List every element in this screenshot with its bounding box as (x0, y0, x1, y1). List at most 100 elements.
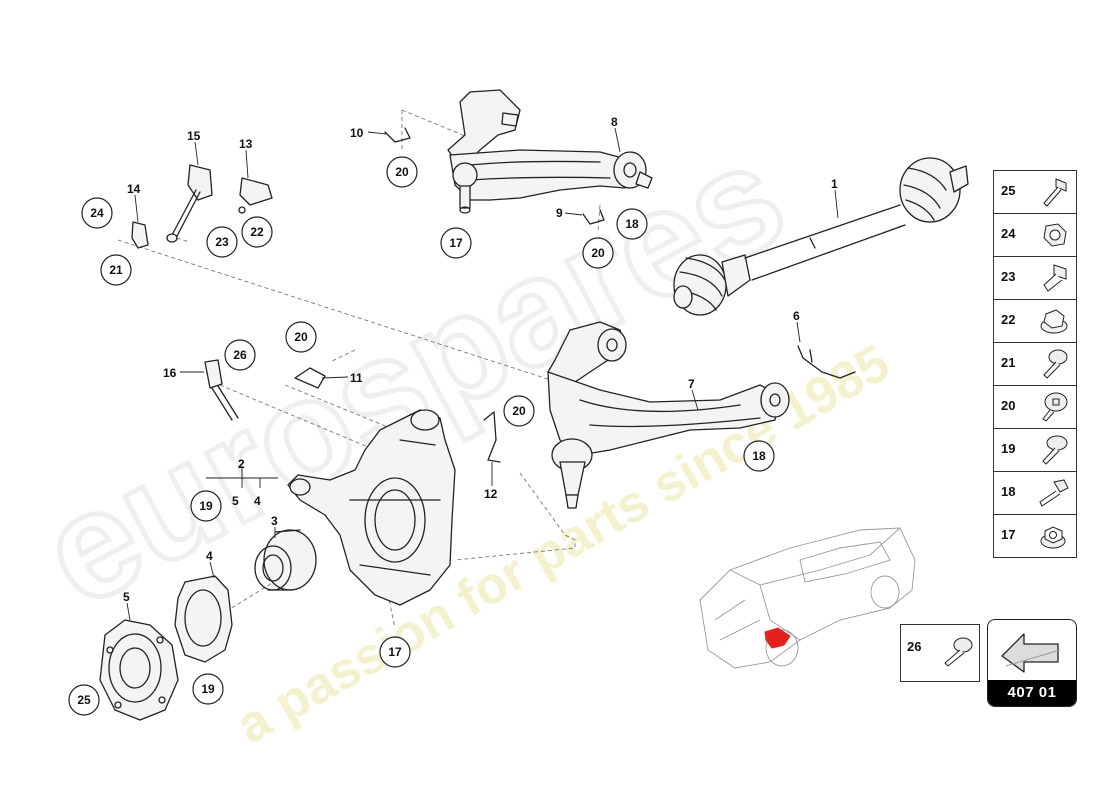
legend-cell-18: 18 (993, 471, 1077, 515)
callout-1: 1 (831, 177, 838, 191)
circled-callout-22: 22 (241, 216, 273, 248)
callout-5: 5 (232, 494, 239, 508)
callout-7: 7 (688, 377, 695, 391)
callout-11: 11 (350, 371, 363, 385)
circled-callout-19a: 19 (190, 490, 222, 522)
svg-text:21: 21 (109, 263, 123, 277)
legend-cell-22: 22 (993, 299, 1077, 343)
leader-lines (126, 127, 839, 621)
circled-callout-18b: 18 (743, 440, 775, 472)
page-code: 407 01 (988, 680, 1076, 706)
legend-label: 18 (1001, 484, 1016, 499)
svg-text:22: 22 (250, 225, 264, 239)
legend-label: 24 (1001, 226, 1016, 241)
direction-arrow-icon (1001, 633, 1061, 673)
callout-4b: 4 (206, 549, 213, 563)
svg-text:17: 17 (449, 236, 463, 250)
circled-callout-24: 24 (81, 197, 113, 229)
legend-cell-21: 21 (993, 342, 1077, 386)
dust-shield (174, 575, 233, 663)
locator-car-sketch (699, 527, 916, 669)
circled-callout-20d: 20 (503, 395, 535, 427)
legend-label: 19 (1001, 441, 1016, 456)
collar-nut-icon (1040, 526, 1066, 549)
hex-nut-icon (1043, 223, 1067, 247)
svg-text:20: 20 (395, 165, 409, 179)
svg-text:18: 18 (752, 449, 766, 463)
circled-callout-25: 25 (68, 684, 100, 716)
circled-callout-17b: 17 (379, 636, 411, 668)
svg-text:19: 19 (201, 682, 215, 696)
callout-4: 4 (254, 494, 261, 508)
torx-bolt-icon (1042, 435, 1068, 465)
callout-labels: 1 2 3 4 4 5 5 6 7 8 9 10 11 12 13 14 15 … (123, 115, 838, 604)
wheel-hub (99, 619, 179, 721)
svg-text:20: 20 (294, 330, 308, 344)
legend-cell-19: 19 (993, 428, 1077, 472)
legend-label: 26 (907, 639, 922, 654)
svg-text:18: 18 (625, 217, 639, 231)
svg-text:24: 24 (90, 206, 104, 220)
callout-3: 3 (271, 514, 278, 528)
highlight-area (764, 627, 791, 649)
steering-knuckle (287, 409, 456, 606)
abs-sensor (204, 359, 239, 421)
callout-16: 16 (163, 366, 177, 380)
legend-cell-23: 23 (993, 256, 1077, 300)
drive-shaft (673, 157, 969, 316)
callout-14: 14 (127, 182, 141, 196)
page-code-badge: 407 01 (987, 619, 1077, 707)
legend-label: 23 (1001, 269, 1016, 284)
legend-cell-20: 20 (993, 385, 1077, 429)
callout-13: 13 (239, 137, 253, 151)
height-sensor-assembly (131, 164, 273, 249)
wheel-bearing (254, 529, 317, 591)
circled-callout-20c: 20 (285, 321, 317, 353)
circled-callout-26: 26 (224, 339, 256, 371)
legend-label: 20 (1001, 398, 1016, 413)
circled-callout-23: 23 (206, 226, 238, 258)
flange-nut-icon (1040, 309, 1068, 334)
svg-text:19: 19 (199, 499, 213, 513)
legend-cell-26: 26 (900, 624, 980, 682)
hex-bolt-icon (1043, 178, 1067, 207)
legend-cell-25: 25 (993, 170, 1077, 214)
svg-text:20: 20 (591, 246, 605, 260)
lower-control-arm (547, 321, 790, 509)
callout-10: 10 (350, 126, 364, 140)
callout-2: 2 (238, 457, 245, 471)
callout-9: 9 (556, 206, 563, 220)
callout-8: 8 (611, 115, 618, 129)
legend-label: 21 (1001, 355, 1016, 370)
legend-label: 17 (1001, 527, 1016, 542)
callout-5b: 5 (123, 590, 130, 604)
circled-callout-18a: 18 (616, 208, 648, 240)
torx-bolt-icon (1042, 392, 1068, 422)
legend-label: 22 (1001, 312, 1016, 327)
sleeve-nut-icon (1043, 264, 1067, 292)
legend-cell-17: 17 (993, 514, 1077, 558)
callout-6: 6 (793, 309, 800, 323)
svg-text:23: 23 (215, 235, 229, 249)
callout-12: 12 (484, 487, 498, 501)
pan-bolt-icon (944, 637, 973, 667)
circled-callout-20a: 20 (386, 156, 418, 188)
circled-callout-21: 21 (100, 254, 132, 286)
svg-text:20: 20 (512, 404, 526, 418)
fastener-legend: 25 24 23 22 21 20 (993, 170, 1077, 558)
circled-callout-20b: 20 (582, 237, 614, 269)
flange-bolt-icon (1039, 479, 1069, 507)
clips-and-brackets (294, 127, 856, 463)
legend-label: 25 (1001, 183, 1016, 198)
legend-cell-24: 24 (993, 213, 1077, 257)
circled-callouts: 17 17 18 18 19 19 20 20 (68, 156, 775, 716)
svg-text:17: 17 (388, 645, 402, 659)
circled-callout-19b: 19 (192, 673, 224, 705)
svg-text:25: 25 (77, 693, 91, 707)
upper-control-arm (447, 89, 653, 214)
circled-callout-17a: 17 (440, 227, 472, 259)
svg-text:26: 26 (233, 348, 247, 362)
callout-15: 15 (187, 129, 201, 143)
